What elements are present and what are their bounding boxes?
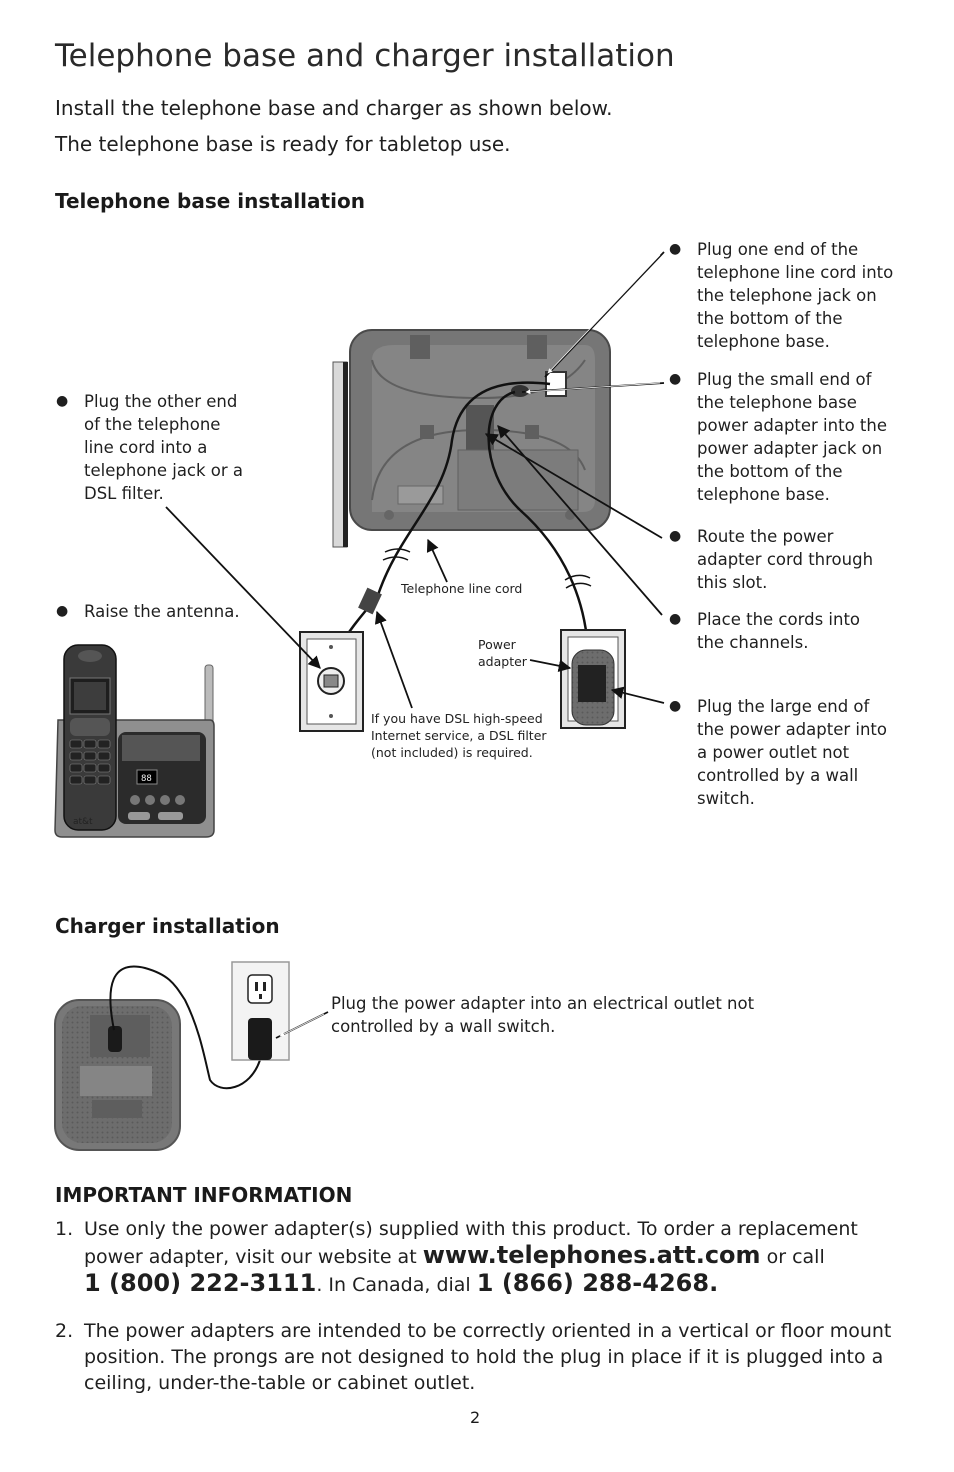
page-number: 2 bbox=[470, 1408, 481, 1427]
base-section-heading: Telephone base installation bbox=[55, 189, 365, 213]
item-number: 1. bbox=[55, 1218, 74, 1240]
label-telephone-line-cord: Telephone line cord bbox=[401, 581, 523, 596]
bullet-icon: ● bbox=[669, 698, 682, 714]
website-link[interactable]: www.telephones.att.com bbox=[422, 1241, 761, 1269]
intro-line-2: The telephone base is ready for tabletop… bbox=[55, 132, 511, 156]
telephone-base-bottom-view bbox=[332, 329, 611, 548]
bullet-icon: ● bbox=[669, 241, 682, 257]
charger-note: Plug the power adapter into an electrica… bbox=[331, 994, 755, 1036]
note-raise-antenna: ● Raise the antenna. bbox=[56, 602, 240, 621]
important-heading: IMPORTANT INFORMATION bbox=[55, 1183, 353, 1207]
phone-number-canada: 1 (866) 288-4268 bbox=[476, 1269, 710, 1297]
label-power-adapter: Power adapter bbox=[478, 637, 527, 669]
bullet-icon: ● bbox=[56, 393, 69, 409]
note-plug-small-end: ● Plug the small end of the telephone ba… bbox=[669, 370, 887, 504]
bullet-icon: ● bbox=[669, 371, 682, 387]
note-plug-line-cord: ● Plug one end of the telephone line cor… bbox=[669, 240, 894, 351]
page-title: Telephone base and charger installation bbox=[55, 38, 675, 74]
intro-line-1: Install the telephone base and charger a… bbox=[55, 96, 613, 120]
base-display-digits: 88 bbox=[141, 774, 152, 784]
important-item-2: 2. The power adapters are intended to be… bbox=[55, 1320, 892, 1394]
note-plug-large-end: ● Plug the large end of the power adapte… bbox=[669, 697, 887, 808]
power-outlet bbox=[560, 629, 626, 729]
bullet-icon: ● bbox=[669, 528, 682, 544]
charger-wall-outlet bbox=[231, 961, 290, 1061]
charger-cradle bbox=[54, 999, 181, 1151]
base-brand-logo: at&t bbox=[73, 817, 93, 827]
item-number: 2. bbox=[55, 1320, 74, 1342]
note-place-cords: ● Place the cords into the channels. bbox=[669, 610, 861, 652]
wall-phone-jack bbox=[299, 631, 364, 732]
phone-number-us: 1 (800) 222-3111 bbox=[84, 1269, 317, 1297]
bullet-icon: ● bbox=[669, 611, 682, 627]
note-plug-other-end: ● Plug the other end of the telephone li… bbox=[56, 392, 244, 503]
label-dsl-note: If you have DSL high-speed Internet serv… bbox=[371, 711, 547, 760]
charger-section-heading: Charger installation bbox=[55, 914, 280, 938]
important-item-1: 1. Use only the power adapter(s) supplie… bbox=[55, 1218, 858, 1297]
handset-and-base-front-view: 88 at&t bbox=[54, 644, 215, 838]
note-route-cord: ● Route the power adapter cord through t… bbox=[669, 527, 874, 592]
bullet-icon: ● bbox=[56, 603, 69, 619]
